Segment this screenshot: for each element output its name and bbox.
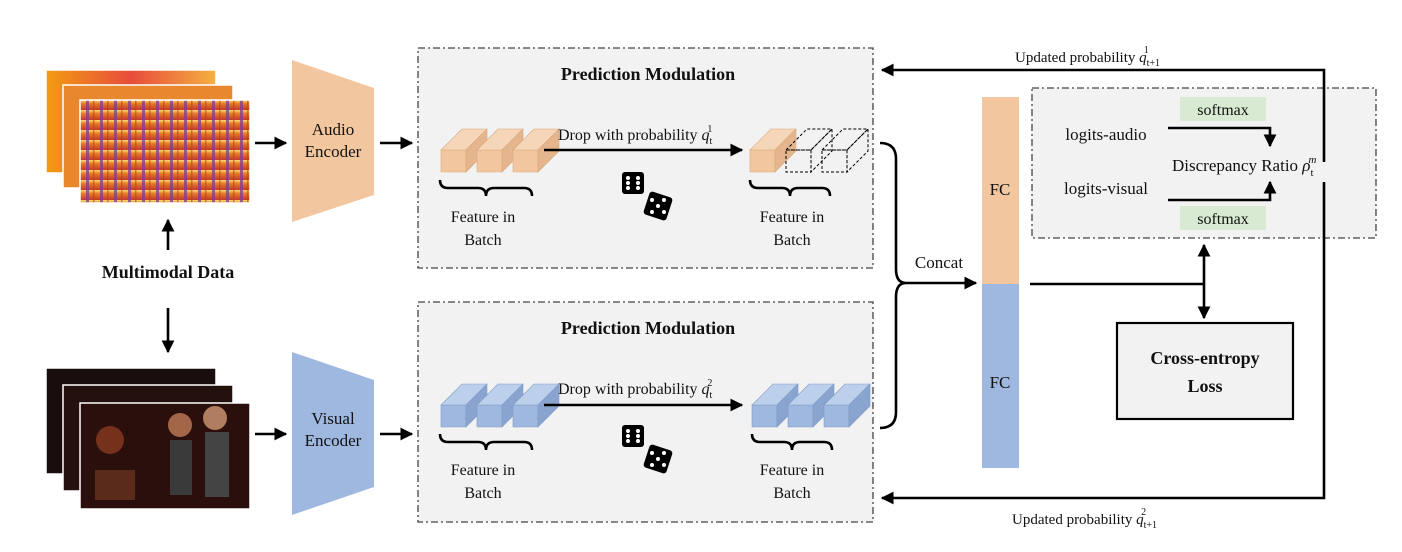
visual-feature-brace-right <box>750 433 834 451</box>
feedback-arrow-bottom <box>880 182 1326 505</box>
audio-feature-label-left-1: Feature in <box>451 209 515 226</box>
visual-encoder-label-2: Encoder <box>305 431 362 450</box>
softmax-bottom-label: softmax <box>1197 211 1249 228</box>
multimodal-data-label: Multimodal Data <box>102 262 235 282</box>
prediction-modulation-audio-title: Prediction Modulation <box>561 64 735 84</box>
loss-label: Loss <box>1187 376 1222 396</box>
visual-feature-label-right-1: Feature in <box>760 462 824 479</box>
visual-feature-brace-left <box>438 433 534 451</box>
audio-feature-label-left-2: Batch <box>464 232 501 249</box>
audio-feature-brace-left <box>438 179 534 197</box>
audio-feature-blocks-dropped <box>749 127 870 174</box>
feedback-arrow-top <box>880 63 1326 162</box>
arrow-logits-visual <box>1168 180 1277 202</box>
audio-feature-label-right-1: Feature in <box>760 209 824 226</box>
feedback-bottom-label: Updated probability qt+12 <box>1012 507 1157 531</box>
dice-icon <box>622 172 673 221</box>
logits-visual-label: logits-visual <box>1064 179 1148 198</box>
visual-feature-label-left-2: Batch <box>464 485 501 502</box>
audio-encoder-label-1: Audio <box>312 120 355 139</box>
prediction-modulation-visual-title: Prediction Modulation <box>561 318 735 338</box>
visual-encoder-label-1: Visual <box>311 409 355 428</box>
discrepancy-ratio-label: Discrepancy Ratio ρtm <box>1172 154 1317 179</box>
softmax-top-label: softmax <box>1197 102 1249 119</box>
visual-feature-label-left-1: Feature in <box>451 462 515 479</box>
fc-audio-label: FC <box>990 180 1011 199</box>
audio-feature-blocks <box>440 128 560 173</box>
audio-drop-label: Drop with probability qt1 <box>558 124 713 147</box>
audio-feature-brace-right <box>748 179 832 197</box>
visual-feature-blocks <box>440 383 560 428</box>
fc-audio <box>982 97 1019 284</box>
logits-audio-label: logits-audio <box>1065 125 1146 144</box>
softmax-top <box>1180 97 1266 121</box>
concat-brace <box>879 141 907 430</box>
visual-drop-label: Drop with probability qt2 <box>558 378 713 401</box>
concert-photo-stack <box>45 367 251 510</box>
audio-feature-label-right-2: Batch <box>773 232 810 249</box>
fc-visual <box>982 284 1019 468</box>
fc-visual-label: FC <box>990 373 1011 392</box>
visual-feature-blocks-kept <box>751 383 871 428</box>
softmax-bottom <box>1180 206 1266 230</box>
visual-encoder <box>292 352 374 515</box>
feedback-top-label: Updated probability qt+11 <box>1015 45 1160 69</box>
audio-encoder-label-2: Encoder <box>305 142 362 161</box>
dice-icon <box>622 425 673 474</box>
arrow-logits-audio <box>1168 126 1277 148</box>
concat-label: Concat <box>915 253 963 272</box>
cross-entropy-label: Cross-entropy <box>1150 348 1259 368</box>
visual-feature-label-right-2: Batch <box>773 485 810 502</box>
cross-entropy-loss-box <box>1115 321 1295 421</box>
audio-encoder <box>292 60 374 222</box>
spectrogram-stack <box>45 69 251 204</box>
